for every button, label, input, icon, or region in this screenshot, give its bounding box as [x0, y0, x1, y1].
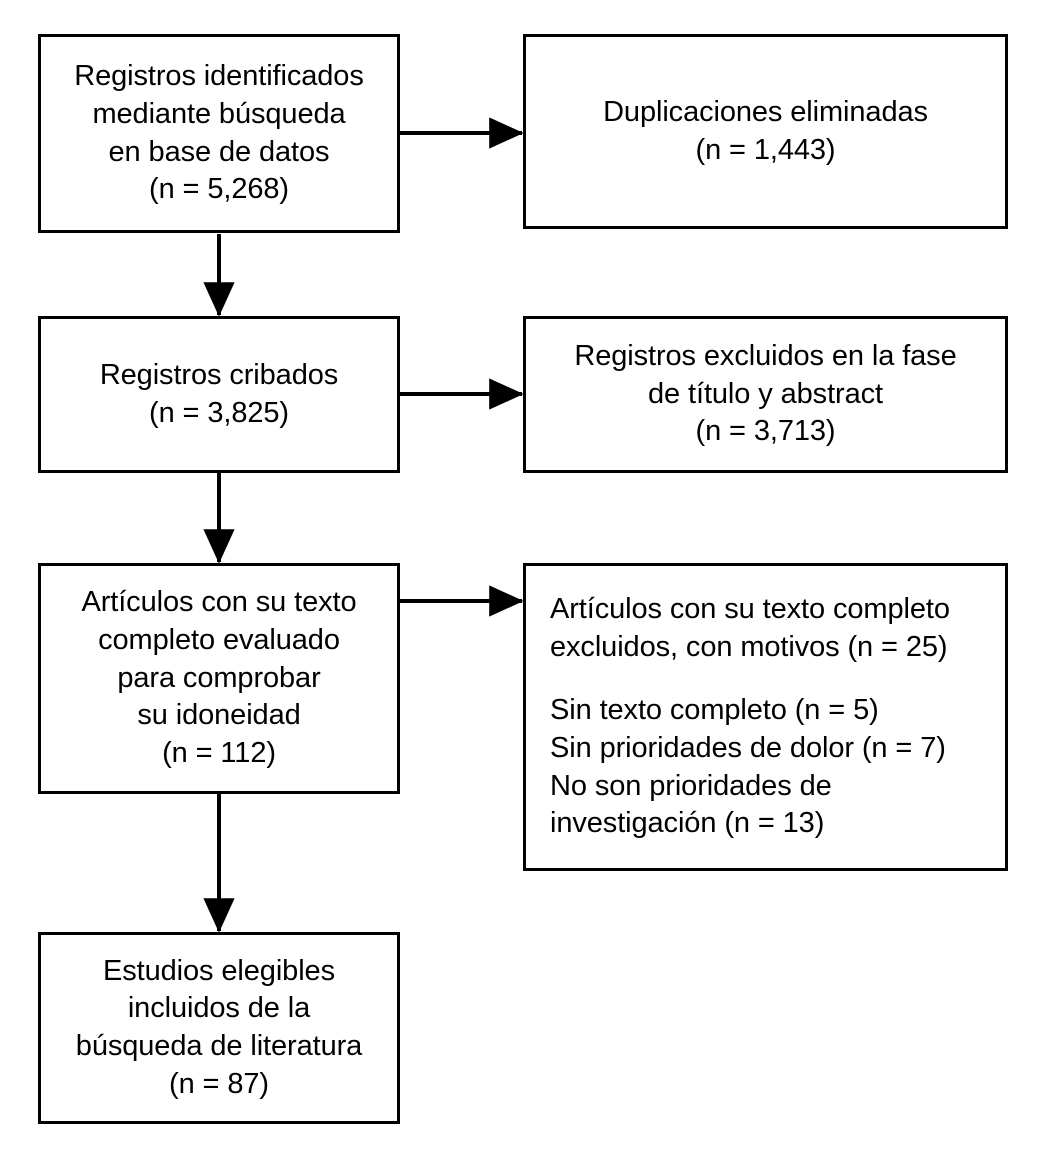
- fulltext-assessed-line-2: completo evaluado: [98, 623, 340, 656]
- records-screened-box: Registros cribados (n = 3,825): [38, 316, 400, 473]
- records-identified-box: Registros identificados mediante búsqued…: [38, 34, 400, 233]
- duplicates-removed-count: (n = 1,443): [695, 133, 836, 166]
- records-excluded-line-2: de título y abstract: [648, 377, 883, 410]
- fulltext-excluded-line-1: Artículos con su texto completo: [550, 592, 950, 625]
- records-identified-line-1: Registros identificados: [74, 60, 364, 93]
- fulltext-excluded-box: Artículos con su texto completo excluido…: [523, 563, 1008, 871]
- records-excluded-count: (n = 3,713): [695, 415, 836, 448]
- studies-included-line-2: incluidos de la: [127, 992, 311, 1025]
- fulltext-assessed-line-3: para comprobar: [117, 661, 321, 694]
- records-excluded-title-abstract-box: Registros excluidos en la fase de título…: [523, 316, 1008, 473]
- fulltext-assessed-count: (n = 112): [162, 737, 276, 770]
- records-screened-count: (n = 3,825): [149, 396, 289, 429]
- studies-included-line-3: búsqueda de literatura: [75, 1030, 363, 1062]
- fulltext-assessed-line-1: Artículos con su texto: [81, 586, 357, 619]
- duplicates-removed-box: Duplicaciones eliminadas (n = 1,443): [523, 34, 1008, 229]
- fulltext-excluded-count: excluidos, con motivos (n = 25): [550, 630, 948, 663]
- fulltext-excluded-reason-3b: investigación (n = 13): [550, 807, 825, 840]
- records-excluded-line-1: Registros excluidos en la fase: [574, 339, 957, 372]
- studies-included-count: (n = 87): [169, 1067, 269, 1100]
- records-identified-line-2: mediante búsqueda: [92, 97, 346, 130]
- fulltext-assessed-box: Artículos con su texto completo evaluado…: [38, 563, 400, 794]
- fulltext-excluded-reason-1: Sin texto completo (n = 5): [550, 694, 879, 727]
- records-screened-line-1: Registros cribados: [99, 358, 339, 391]
- records-identified-line-3: en base de datos: [108, 135, 330, 168]
- studies-included-box: Estudios elegibles incluidos de la búsqu…: [38, 932, 400, 1124]
- fulltext-excluded-reason-3a: No son prioridades de: [550, 769, 832, 802]
- studies-included-line-1: Estudios elegibles: [103, 954, 335, 987]
- fulltext-assessed-line-4: su idoneidad: [137, 699, 301, 732]
- duplicates-removed-line-1: Duplicaciones eliminadas: [603, 95, 928, 128]
- fulltext-excluded-reason-2: Sin prioridades de dolor (n = 7): [550, 732, 946, 764]
- records-identified-count: (n = 5,268): [149, 173, 289, 206]
